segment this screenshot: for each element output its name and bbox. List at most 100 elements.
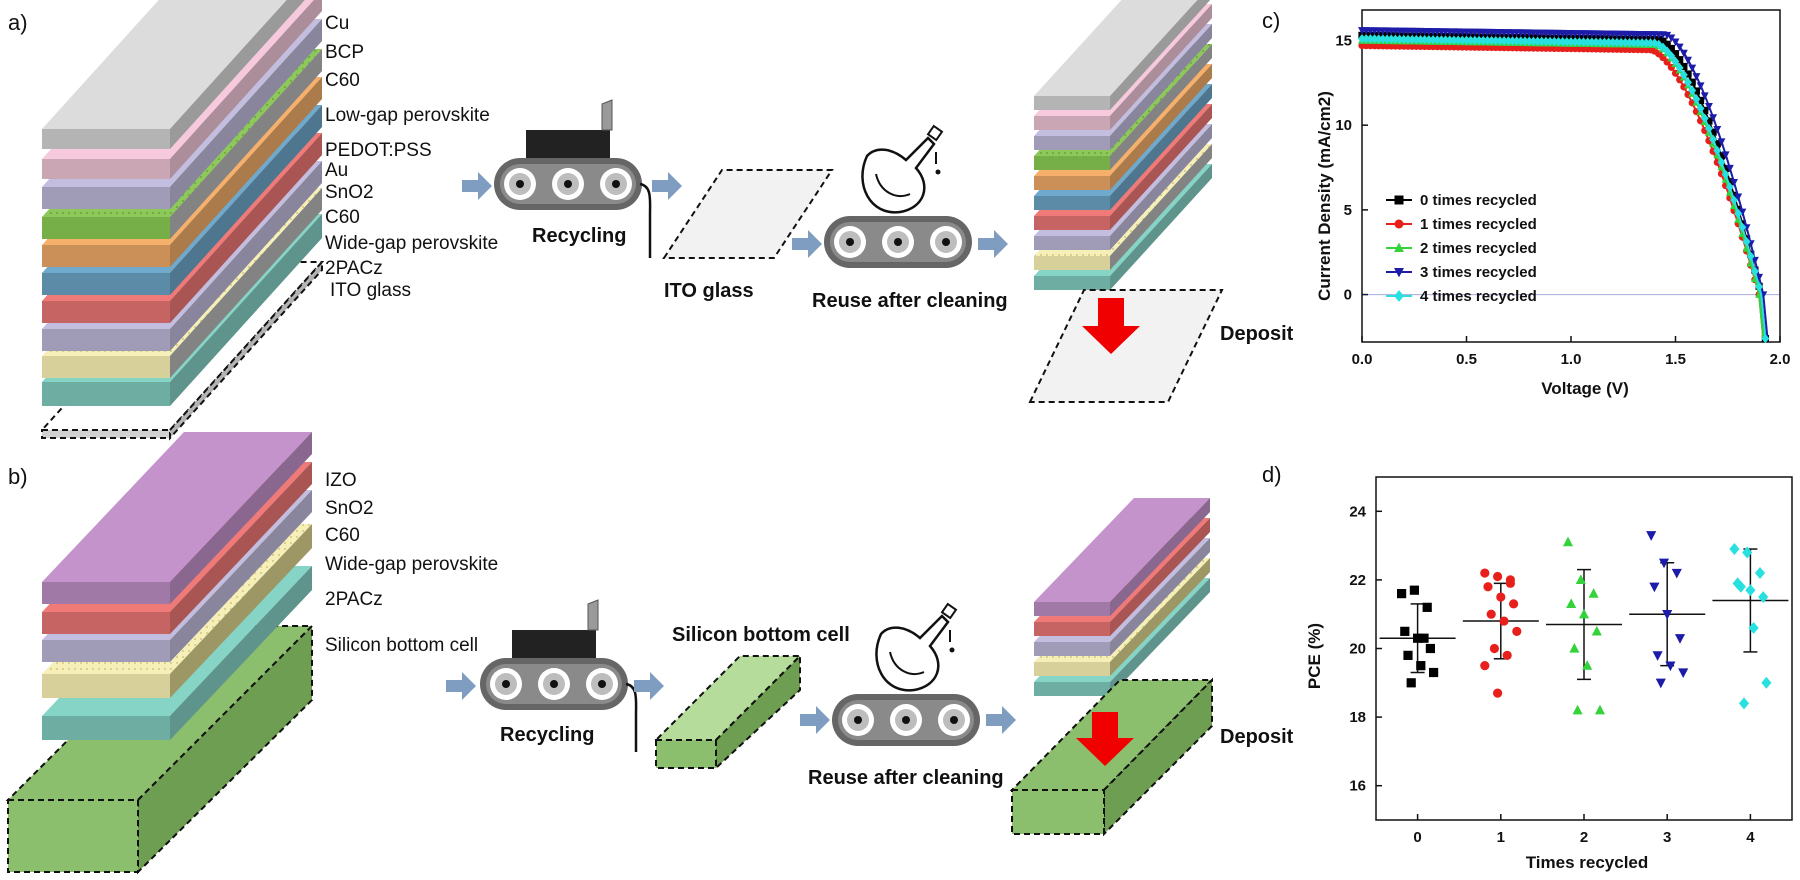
pce-point	[1400, 626, 1410, 636]
layer-izo-b	[42, 432, 312, 604]
jv-point	[1679, 70, 1688, 80]
layer-label-c60-2: C60	[325, 207, 360, 228]
jv-point	[1558, 37, 1567, 47]
jv-point	[1680, 83, 1688, 91]
pce-point	[1416, 661, 1426, 671]
jv-point	[1533, 36, 1542, 47]
jv-point	[1734, 208, 1743, 219]
pce-point	[1496, 592, 1506, 602]
pce-point	[1562, 536, 1574, 547]
jv-point	[1692, 87, 1700, 95]
jv-point	[1642, 38, 1651, 48]
jv-point	[1646, 38, 1655, 48]
jv-point	[1676, 56, 1684, 64]
jv-point	[1550, 36, 1559, 47]
jv-point	[1592, 37, 1601, 47]
rebuilt-stack-b	[1034, 498, 1210, 696]
jv-point	[1575, 37, 1584, 47]
jv-point	[1608, 37, 1617, 48]
jv-point	[1688, 64, 1697, 73]
jv-xtick-label: 1.5	[1665, 351, 1686, 368]
pce-point	[1419, 633, 1429, 643]
jv-point	[1370, 34, 1379, 44]
pce-ytick-label: 18	[1349, 709, 1366, 726]
flow-arrow	[800, 706, 830, 734]
jv-point	[1487, 35, 1496, 46]
jv-point	[1730, 191, 1738, 199]
jv-point	[1659, 42, 1667, 52]
jv-point	[1629, 38, 1638, 48]
jv-point	[1408, 34, 1417, 45]
jv-point	[1679, 49, 1688, 58]
jv-ytick-label: 10	[1335, 117, 1352, 134]
jv-point	[1521, 36, 1529, 46]
jv-point	[1704, 102, 1713, 111]
silicon-tandem-stack	[5, 432, 315, 875]
jv-point	[1621, 37, 1630, 48]
pce-group-4	[1712, 543, 1789, 710]
jv-point	[1567, 37, 1575, 47]
jv-point	[1596, 37, 1605, 47]
pce-point	[1569, 642, 1580, 653]
jv-point	[1395, 34, 1404, 45]
flow-arrow	[446, 672, 476, 700]
flow-arrow	[986, 706, 1016, 734]
jv-xtick-label: 0.0	[1352, 351, 1373, 368]
panel-b-recycling-label: Recycling	[500, 724, 594, 746]
jv-point	[1696, 82, 1705, 90]
layer-label-izo: IZO	[325, 470, 357, 491]
layer-cu	[42, 0, 305, 149]
layer-label-sno2: SnO2	[325, 182, 374, 203]
jv-point	[1713, 140, 1721, 148]
pce-point	[1646, 531, 1657, 541]
recycling-machine-icon-b	[480, 599, 638, 752]
flow-arrow	[978, 230, 1008, 258]
jv-point	[1437, 35, 1446, 45]
jv-point	[1680, 62, 1688, 71]
jv-point	[1717, 152, 1726, 160]
layer-label-low-gap: Low-gap perovskite	[325, 105, 490, 126]
jv-point	[1684, 56, 1692, 65]
pce-point	[1591, 625, 1602, 636]
panel-b-layer-labels: IZO SnO2 C60 Wide-gap perovskite 2PACz S…	[325, 470, 498, 656]
pce-xtick-label: 0	[1413, 829, 1421, 846]
layer-label-2pacz-b: 2PACz	[325, 589, 383, 610]
jv-point	[1750, 256, 1759, 265]
cleaning-flask-icon	[861, 124, 944, 214]
flow-arrow	[652, 172, 682, 200]
jv-point	[1750, 266, 1759, 276]
jv-ytick-label: 0	[1344, 287, 1352, 304]
layer-label-pedot: PEDOT:PSS	[325, 140, 432, 161]
jv-point	[1742, 236, 1751, 247]
pce-point	[1748, 621, 1759, 634]
silicon-bottom-cell-substrate	[653, 653, 803, 771]
jv-point	[1667, 34, 1676, 43]
jv-point	[1671, 38, 1680, 47]
pce-ytick-label: 22	[1349, 572, 1366, 589]
jv-point	[1705, 117, 1713, 125]
jv-point	[1692, 73, 1701, 81]
jv-point	[1713, 145, 1722, 156]
jv-point	[1587, 37, 1596, 47]
jv-point	[1479, 35, 1488, 46]
recycling-machine-icon	[494, 99, 652, 258]
pce-point	[1425, 643, 1435, 654]
jv-point	[1604, 37, 1613, 48]
jv-point	[1633, 38, 1642, 48]
pce-point	[1505, 578, 1515, 588]
pce-point	[1397, 589, 1407, 599]
pce-point	[1754, 567, 1766, 580]
panel-a-layer-labels: Cu BCP C60 Low-gap perovskite PEDOT:PSS …	[325, 13, 498, 301]
jv-point	[1512, 36, 1521, 46]
jv-point	[1671, 56, 1680, 67]
panel-a-reuse-label: Reuse after cleaning	[812, 290, 1008, 312]
ito-glass-after-deposit	[1028, 289, 1224, 403]
legend-label: 0 times recycled	[1420, 192, 1537, 209]
pce-xtick-label: 4	[1746, 829, 1755, 846]
legend-label: 3 times recycled	[1420, 264, 1537, 281]
cleaning-conveyor-icon-b	[832, 694, 980, 746]
jv-point	[1684, 77, 1692, 88]
